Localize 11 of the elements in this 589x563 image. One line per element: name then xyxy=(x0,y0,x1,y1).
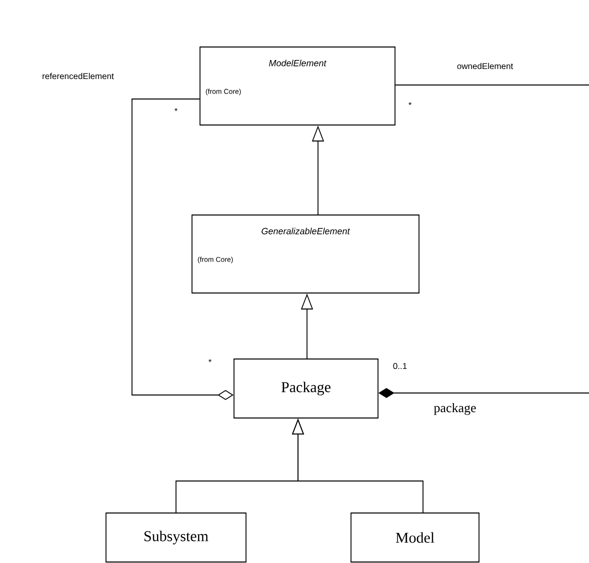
association-line xyxy=(395,84,589,86)
role-label: * xyxy=(408,102,412,106)
role-label: 0..1 xyxy=(393,363,407,369)
role-label: ownedElement xyxy=(457,62,514,70)
class-box: Package xyxy=(234,358,378,418)
role-label: package xyxy=(434,403,476,415)
class-box: Subsystem xyxy=(106,512,246,562)
role-label: * xyxy=(208,359,212,362)
role-label: * xyxy=(174,108,178,112)
class-box: Model xyxy=(350,512,480,562)
role-label: referencedElement xyxy=(42,72,114,80)
